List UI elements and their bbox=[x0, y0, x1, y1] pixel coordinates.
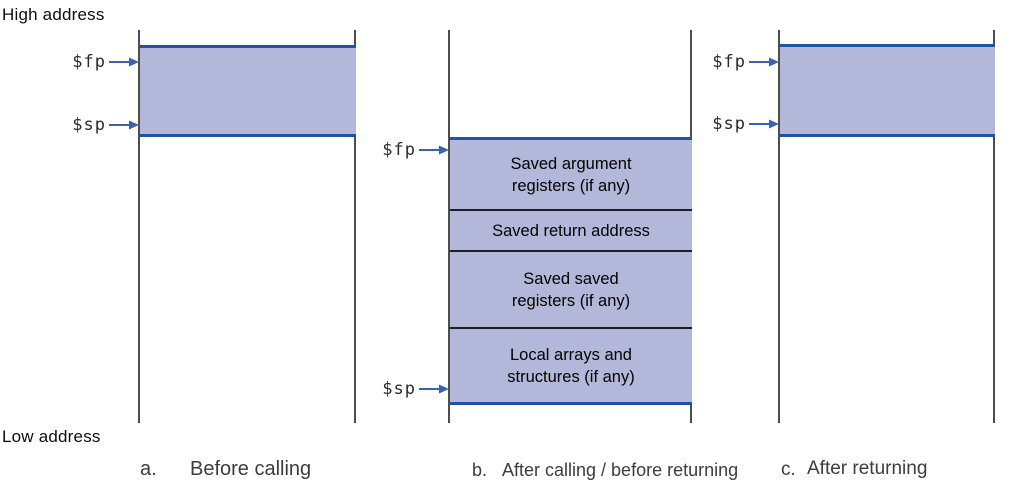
stack-line-a-right bbox=[354, 30, 356, 423]
caption-a-letter: a. bbox=[140, 458, 157, 480]
segment-divider bbox=[450, 250, 692, 252]
caption-c-text: After returning bbox=[807, 458, 928, 479]
stack-line-b-left bbox=[448, 30, 450, 423]
stack-region-after-returning bbox=[780, 44, 995, 137]
high-address-label: High address bbox=[2, 5, 105, 24]
fp-pointer-b: $fp bbox=[382, 140, 449, 160]
frame-segment-saved-registers: Saved saved registers (if any) bbox=[511, 269, 631, 310]
caption-b-text: After calling / before returning bbox=[502, 460, 739, 480]
frame-segment-saved-arguments: Saved argument registers (if any) bbox=[510, 154, 632, 195]
right-arrow-icon bbox=[749, 57, 779, 67]
sp-register-label: $sp bbox=[382, 379, 416, 399]
sp-pointer-a: $sp bbox=[72, 115, 139, 135]
fp-pointer-a: $fp bbox=[72, 52, 139, 72]
frame-segment-local-arrays: Local arrays and structures (if any) bbox=[507, 345, 635, 386]
caption-a-text: Before calling bbox=[190, 458, 312, 480]
fp-pointer-c: $fp bbox=[712, 52, 779, 72]
stack-region-before-calling bbox=[140, 45, 356, 137]
fp-register-label: $fp bbox=[382, 140, 416, 160]
right-arrow-icon bbox=[419, 384, 449, 394]
right-arrow-icon bbox=[109, 57, 139, 67]
segment-divider bbox=[450, 209, 692, 211]
low-address-label: Low address bbox=[2, 427, 101, 446]
right-arrow-icon bbox=[109, 120, 139, 130]
right-arrow-icon bbox=[419, 145, 449, 155]
stack-line-c-left bbox=[778, 30, 780, 423]
frame-segment-return-address: Saved return address bbox=[492, 221, 650, 240]
right-arrow-icon bbox=[749, 119, 779, 129]
fp-register-label: $fp bbox=[72, 52, 106, 72]
stack-frame-after-calling: Saved argument registers (if any) Saved … bbox=[450, 137, 692, 405]
sp-register-label: $sp bbox=[72, 115, 106, 135]
segment-divider bbox=[450, 327, 692, 329]
sp-pointer-b: $sp bbox=[382, 379, 449, 399]
caption-b-letter: b. bbox=[472, 460, 488, 480]
sp-register-label: $sp bbox=[712, 114, 746, 134]
stack-line-c-right bbox=[993, 30, 995, 423]
fp-register-label: $fp bbox=[712, 52, 746, 72]
caption-c-letter: c. bbox=[781, 459, 796, 480]
stack-line-a-left bbox=[138, 30, 140, 423]
sp-pointer-c: $sp bbox=[712, 114, 779, 134]
